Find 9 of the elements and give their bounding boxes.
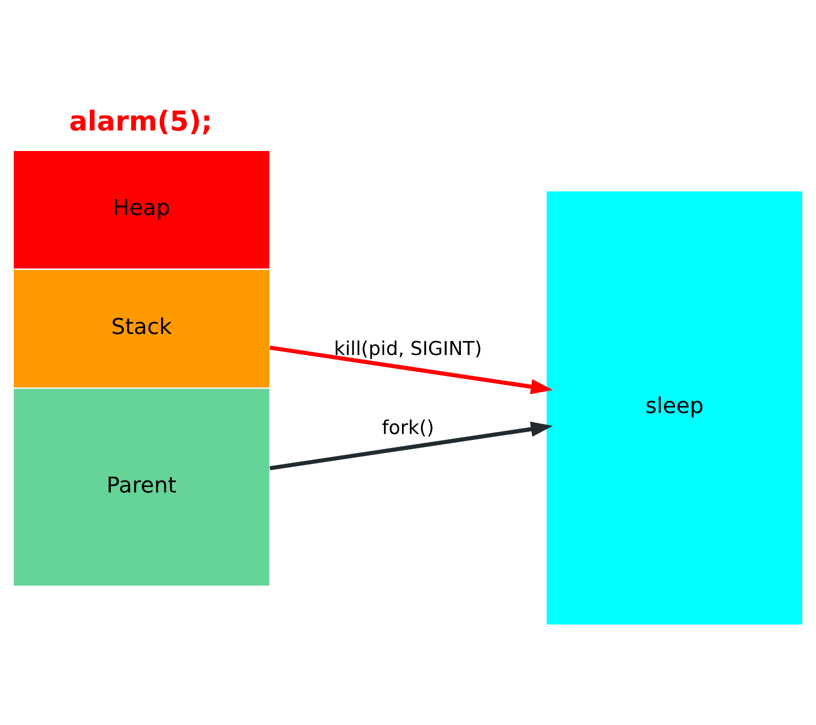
- edge-label: fork(): [382, 416, 434, 440]
- node-box: Stack: [14, 270, 270, 388]
- node-box: sleep: [546, 191, 802, 625]
- node-box: Heap: [14, 151, 270, 269]
- label: alarm(5);: [69, 106, 212, 138]
- node-box: Parent: [14, 388, 270, 586]
- edge-label: kill(pid, SIGINT): [334, 336, 482, 360]
- arrow: [270, 422, 553, 470]
- arrow: [270, 346, 553, 394]
